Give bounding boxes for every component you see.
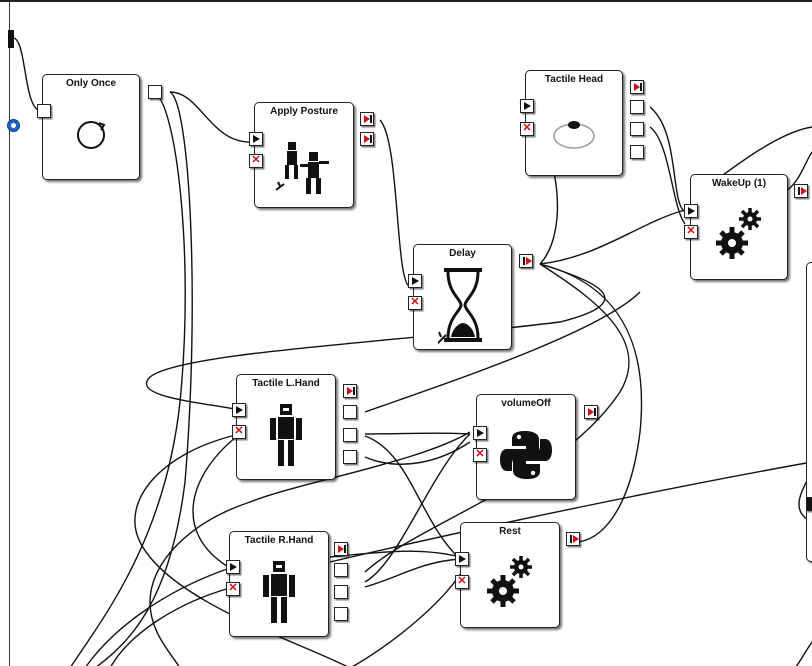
wire: [85, 567, 231, 666]
volumeoff-start-port[interactable]: [473, 426, 487, 440]
box-title: Tactile L.Hand: [252, 378, 320, 389]
wire: [149, 431, 471, 666]
delay-box[interactable]: Delay: [413, 244, 512, 350]
wire: [110, 587, 231, 666]
rest-box[interactable]: Rest: [460, 522, 560, 628]
wire: [364, 558, 461, 588]
wire: [784, 151, 812, 193]
hourglass-icon: [414, 265, 511, 345]
apply-posture-box[interactable]: Apply Posture: [254, 102, 354, 208]
gears-icon: [461, 543, 559, 623]
wire: [364, 432, 471, 435]
wire: [192, 433, 241, 569]
box-title: Only Once: [65, 78, 116, 89]
only-once-output-port[interactable]: [148, 85, 162, 99]
wakeup-box[interactable]: WakeUp (1): [690, 174, 788, 280]
tactile-rhand-output-port[interactable]: [334, 542, 348, 556]
tactile-lhand-start-port[interactable]: [232, 403, 246, 417]
tactile-head-stop-port[interactable]: [520, 121, 534, 136]
wire: [649, 126, 686, 225]
tactile-head-front-port[interactable]: [630, 100, 644, 114]
box-title: Rest: [499, 526, 521, 537]
wakeup-output-port[interactable]: [794, 184, 808, 198]
wakeup-start-port[interactable]: [684, 204, 698, 218]
loop-icon: [43, 95, 139, 175]
box-title: Tactile Head: [544, 74, 604, 85]
tactile-head-start-port[interactable]: [520, 99, 534, 113]
volumeoff-box[interactable]: volumeOff: [476, 394, 576, 500]
add-input-icon[interactable]: [7, 119, 20, 132]
wire: [364, 263, 630, 573]
apply-posture-success-port[interactable]: [360, 112, 374, 126]
wire: [96, 91, 193, 666]
tactile-lhand-left-port[interactable]: [343, 428, 357, 442]
wire: [539, 209, 686, 265]
robot-icon: [237, 395, 335, 475]
delay-output-port[interactable]: [519, 254, 533, 268]
apply-posture-failure-port[interactable]: [360, 132, 374, 146]
tactile-rhand-stop-port[interactable]: [226, 581, 240, 596]
volumeoff-stop-port[interactable]: [473, 447, 487, 462]
tactile-lhand-back-port[interactable]: [343, 405, 357, 419]
volumeoff-output-port[interactable]: [584, 405, 598, 419]
tactile-rhand-back-port[interactable]: [334, 563, 348, 577]
only-once-box[interactable]: Only Once: [42, 74, 140, 180]
gears-icon: [691, 195, 787, 275]
robot-icon: [230, 552, 328, 632]
tactile-rhand-right-port[interactable]: [334, 607, 348, 621]
wire: [539, 263, 643, 543]
delay-start-port[interactable]: [408, 274, 422, 288]
wire: [364, 441, 471, 465]
tactile-rhand-left-port[interactable]: [334, 585, 348, 599]
box-title: Delay: [449, 248, 476, 259]
box-title: WakeUp (1): [711, 178, 767, 189]
rest-output-port[interactable]: [566, 532, 580, 546]
robot-head-icon: [526, 91, 622, 171]
rest-start-port[interactable]: [455, 552, 469, 566]
box-title: Apply Posture: [270, 106, 338, 117]
tactile-head-rear-port[interactable]: [630, 145, 644, 159]
wire: [329, 461, 812, 563]
wakeup-stop-port[interactable]: [684, 224, 698, 239]
only-once-input-port[interactable]: [37, 104, 51, 118]
apply-posture-stop-port[interactable]: [249, 153, 263, 168]
wire: [364, 435, 461, 560]
wire: [352, 556, 471, 666]
delay-stop-port[interactable]: [408, 295, 422, 310]
wire: [134, 433, 348, 666]
wire: [649, 106, 686, 213]
box-title: volumeOff: [501, 398, 551, 409]
posture-robots-icon: [255, 123, 353, 203]
wire: [329, 550, 461, 558]
tactile-head-output-port[interactable]: [630, 80, 644, 94]
wire: [379, 119, 411, 288]
box-title: Tactile R.Hand: [244, 535, 314, 546]
wire: [364, 291, 641, 413]
tactile-lhand-output-port[interactable]: [343, 384, 357, 398]
offscreen-box-port[interactable]: [806, 497, 812, 511]
apply-posture-start-port[interactable]: [249, 132, 263, 146]
offscreen-box-edge[interactable]: [806, 262, 812, 562]
wire: [13, 37, 39, 111]
tactile-lhand-box[interactable]: Tactile L.Hand: [236, 374, 336, 480]
wire: [169, 91, 251, 143]
main-input-port[interactable]: [8, 30, 14, 48]
wire: [146, 263, 606, 411]
tactile-rhand-start-port[interactable]: [226, 560, 240, 574]
tactile-lhand-right-port[interactable]: [343, 450, 357, 464]
tactile-rhand-box[interactable]: Tactile R.Hand: [229, 531, 329, 637]
tactile-head-box[interactable]: Tactile Head: [525, 70, 623, 176]
left-edge-bar: [0, 2, 10, 666]
tactile-head-middle-port[interactable]: [630, 122, 644, 136]
wire: [795, 641, 812, 666]
wire: [70, 93, 186, 666]
tactile-lhand-stop-port[interactable]: [232, 424, 246, 439]
python-icon: [477, 415, 575, 495]
wire: [364, 433, 471, 583]
rest-stop-port[interactable]: [455, 574, 469, 589]
